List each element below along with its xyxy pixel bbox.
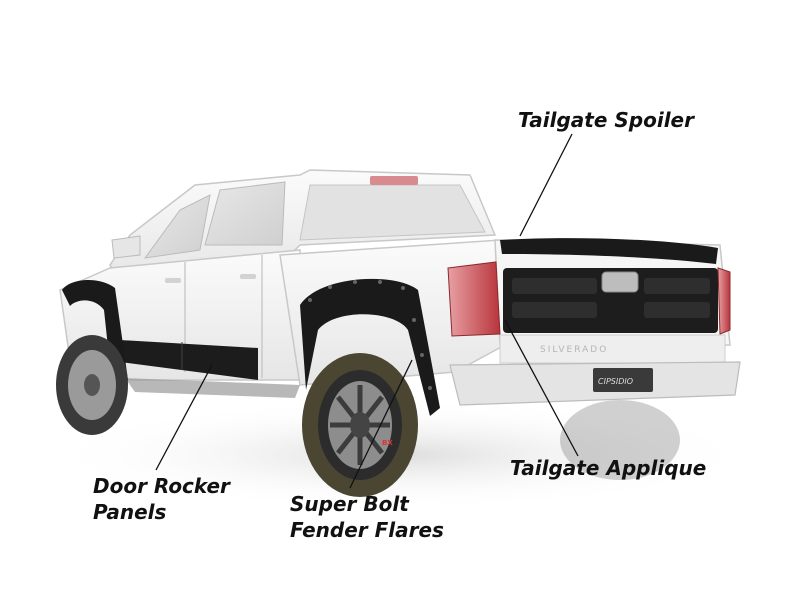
label-door-rocker-panels: Door Rocker Panels (93, 473, 230, 525)
tailgate-applique (503, 268, 718, 333)
door-rocker-panels (120, 340, 258, 380)
tail-light-left (447, 261, 501, 337)
tail-light-right (717, 267, 731, 335)
label-fender-flares-line2: Fender Flares (290, 518, 444, 542)
label-tailgate-spoiler-text: Tailgate Spoiler (518, 108, 694, 132)
super-bolt-fender-flare (300, 278, 440, 416)
front-door-window (143, 194, 211, 259)
tailgate-handle (601, 271, 639, 293)
label-tailgate-spoiler: Tailgate Spoiler (518, 107, 694, 133)
tailgate-spoiler (500, 238, 718, 264)
rear-door-window (204, 181, 286, 246)
running-board (125, 378, 300, 398)
license-plate-text: CIPSIDIO (598, 377, 633, 386)
tailgate-model-badge: SILVERADO (540, 345, 608, 355)
rear-wheel: BX (302, 353, 418, 497)
rear-cab-window (299, 184, 486, 241)
rear-far-wheel (560, 400, 680, 480)
label-door-rocker-line1: Door Rocker (93, 474, 230, 498)
label-door-rocker-line2: Panels (93, 500, 167, 524)
leader-tailgate-spoiler (519, 133, 573, 237)
wheel-logo: BX (382, 439, 393, 447)
label-tailgate-applique-text: Tailgate Applique (510, 456, 707, 480)
label-tailgate-applique: Tailgate Applique (510, 455, 706, 481)
leader-door-rocker (155, 364, 213, 471)
leader-tailgate-applique (504, 319, 579, 457)
leader-fender-flares (349, 359, 413, 489)
label-super-bolt-fender-flares: Super Bolt Fender Flares (290, 491, 444, 543)
fender-bolts (308, 280, 432, 390)
door-handle-front (165, 278, 181, 283)
third-brake-light (370, 176, 418, 185)
door-handle-rear (240, 274, 256, 279)
tailgate-lower (499, 334, 726, 364)
leader-lines (155, 133, 579, 489)
side-mirror (111, 235, 141, 259)
label-fender-flares-line1: Super Bolt (290, 492, 409, 516)
license-plate (593, 368, 653, 392)
front-wheel (56, 335, 128, 435)
